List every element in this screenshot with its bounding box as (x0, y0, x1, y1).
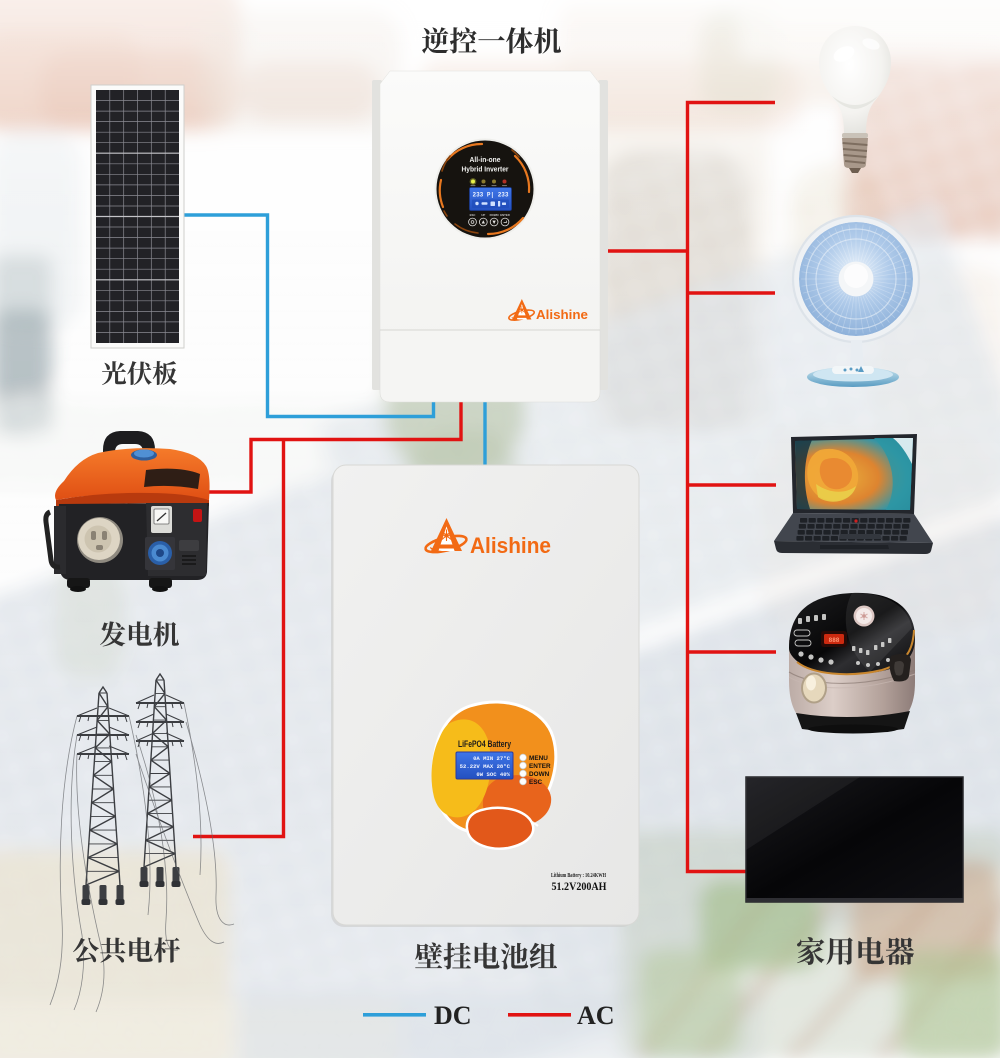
svg-text:Lithium Battery : 10.24KWH: Lithium Battery : 10.24KWH (551, 872, 606, 879)
svg-text:DC: DC (434, 1001, 472, 1030)
svg-text:DOWN: DOWN (490, 213, 499, 217)
svg-text:ESC: ESC (529, 779, 543, 786)
svg-text:52.22V MAX 28°C: 52.22V MAX 28°C (460, 763, 511, 770)
svg-text:All-in-one: All-in-one (470, 155, 501, 164)
svg-text:ENTER: ENTER (500, 213, 509, 217)
svg-text:ESC: ESC (470, 213, 476, 217)
svg-text:Alishine: Alishine (536, 307, 588, 322)
svg-text:ENTER: ENTER (529, 763, 551, 770)
svg-text:MENU: MENU (529, 755, 548, 762)
svg-text:Hybrid Inverter: Hybrid Inverter (462, 165, 509, 174)
svg-text:DOWN: DOWN (529, 771, 550, 778)
svg-text:0A MIN 27°C: 0A MIN 27°C (473, 755, 511, 762)
svg-text:888: 888 (829, 637, 840, 644)
svg-text:LiFePO4 Battery: LiFePO4 Battery (458, 739, 512, 750)
svg-text:AC: AC (577, 1001, 615, 1030)
svg-text:UP: UP (481, 213, 485, 217)
svg-text:Alishine: Alishine (470, 533, 551, 558)
svg-text:0W SOC 40%: 0W SOC 40% (476, 771, 510, 778)
svg-text:51.2V200AH: 51.2V200AH (552, 881, 607, 893)
svg-text:233 P| 233: 233 P| 233 (472, 192, 508, 199)
